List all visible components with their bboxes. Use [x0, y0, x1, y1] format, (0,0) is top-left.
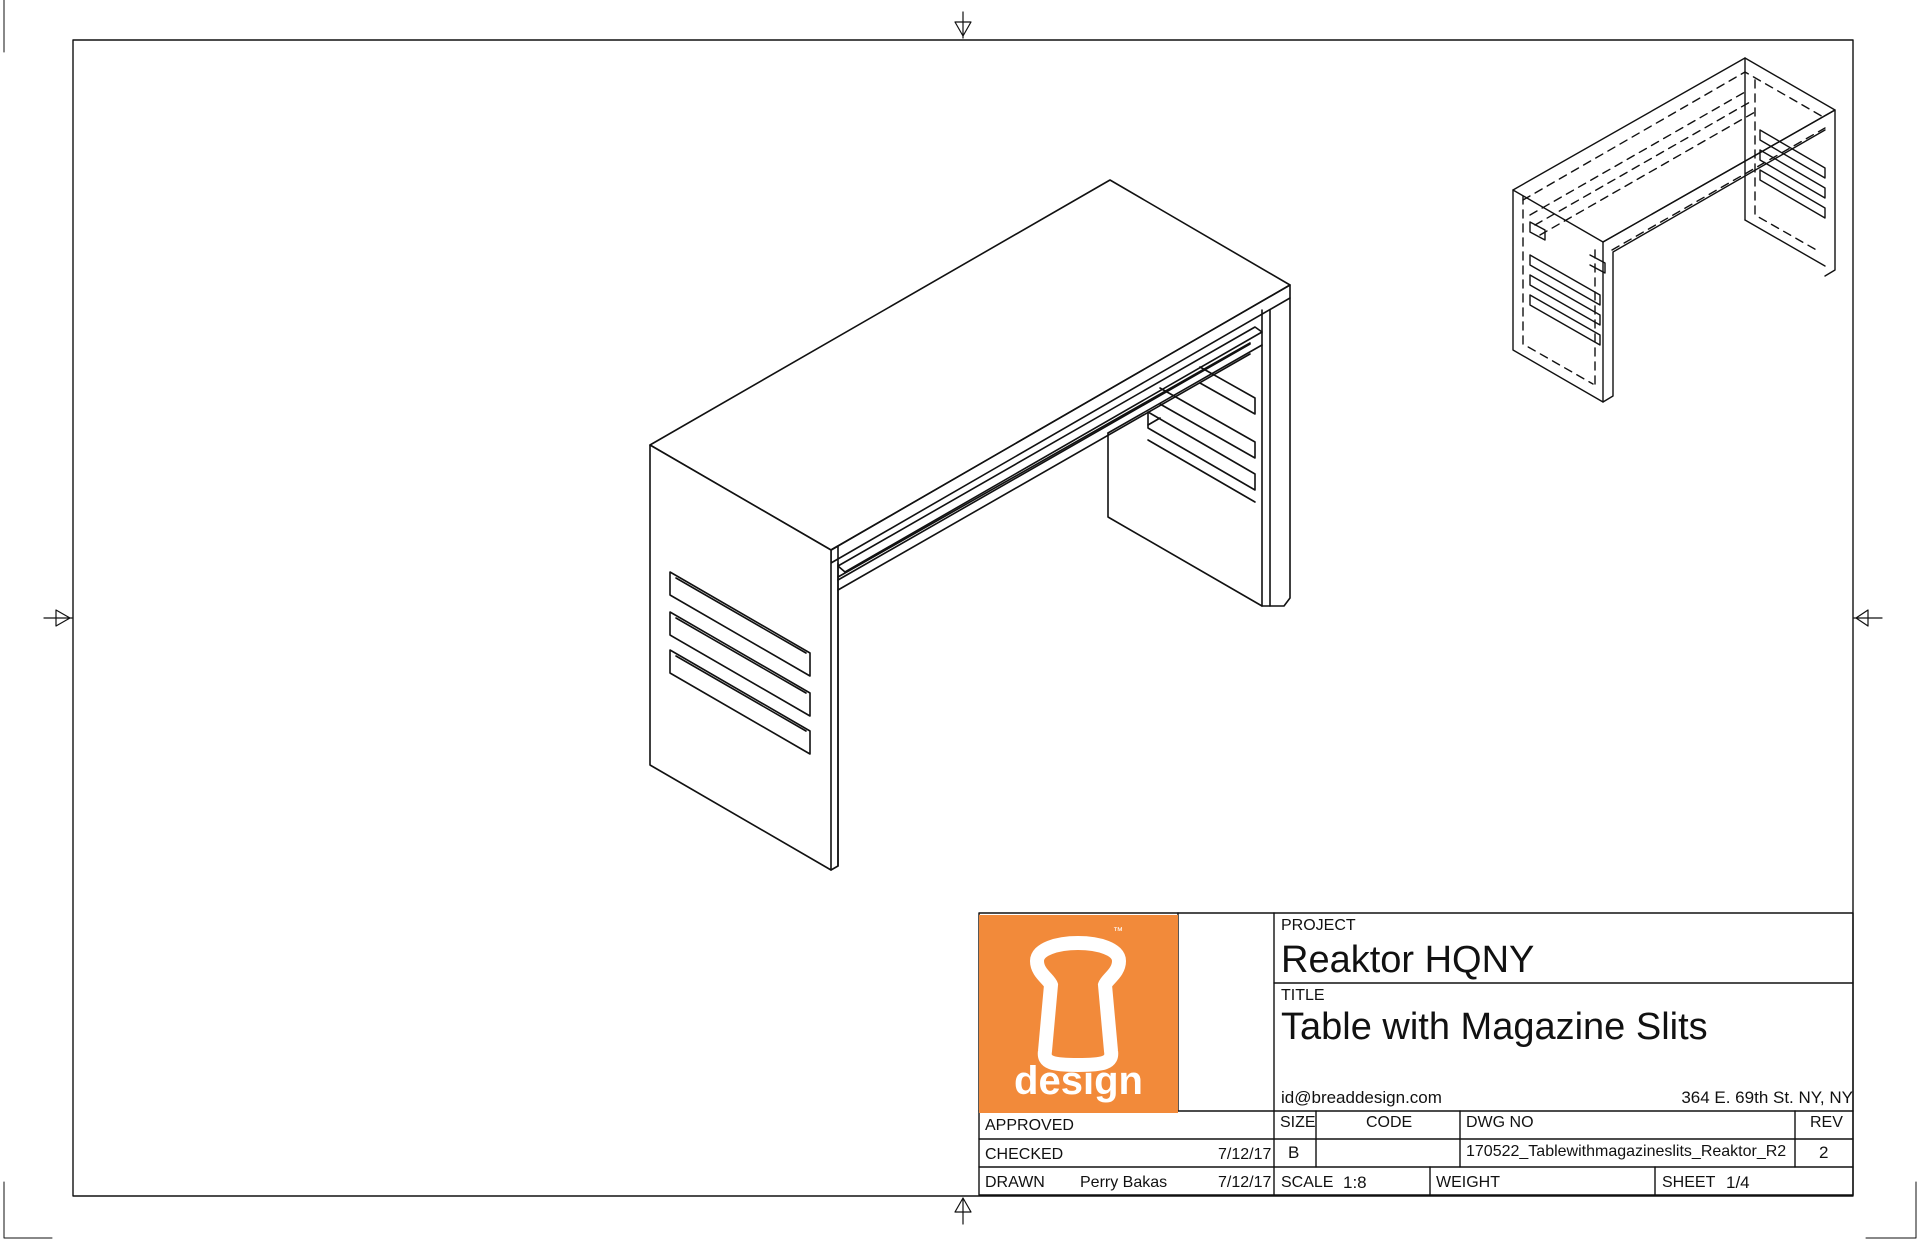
- table-isometric-view: [649, 179, 1291, 871]
- project-label: PROJECT: [1281, 917, 1356, 934]
- dwg-no-label: DWG NO: [1466, 1114, 1534, 1131]
- size-value: B: [1288, 1143, 1300, 1162]
- approved-label: APPROVED: [985, 1117, 1074, 1134]
- sheet-value: 1/4: [1726, 1173, 1750, 1192]
- drawn-label: DRAWN: [985, 1174, 1045, 1191]
- sheet-label: SHEET: [1662, 1174, 1716, 1191]
- checked-label: CHECKED: [985, 1146, 1064, 1163]
- center-markers: [43, 11, 1883, 1225]
- scale-label: SCALE: [1281, 1174, 1334, 1191]
- weight-label: WEIGHT: [1436, 1174, 1500, 1191]
- contact-email: id@breaddesign.com: [1281, 1088, 1442, 1107]
- project-name: Reaktor HQNY: [1281, 939, 1535, 981]
- bread-design-logo: ™ design: [979, 915, 1178, 1113]
- rev-value: 2: [1819, 1143, 1829, 1162]
- contact-address: 364 E. 69th St. NY, NY: [1681, 1088, 1853, 1107]
- scale-value: 1:8: [1343, 1173, 1367, 1192]
- rev-label: REV: [1810, 1114, 1843, 1131]
- drawing-title: Table with Magazine Slits: [1281, 1006, 1708, 1048]
- code-label: CODE: [1366, 1114, 1413, 1131]
- size-label: SIZE: [1280, 1114, 1316, 1131]
- title-label: TITLE: [1281, 987, 1325, 1004]
- checked-date: 7/12/17: [1218, 1146, 1272, 1163]
- logo-wordmark: design: [1014, 1059, 1143, 1103]
- corner-marks: [3, 0, 1917, 1239]
- bread-icon: [1029, 936, 1127, 1073]
- table-hidden-line-view: [1512, 57, 1836, 403]
- drawn-by: Perry Bakas: [1080, 1174, 1168, 1191]
- dwg-no: 170522_Tablewithmagazineslits_Reaktor_R2: [1466, 1143, 1787, 1160]
- sheet-border: [72, 39, 1854, 1197]
- logo-trademark: ™: [1113, 926, 1123, 937]
- drawn-date: 7/12/17: [1218, 1174, 1272, 1191]
